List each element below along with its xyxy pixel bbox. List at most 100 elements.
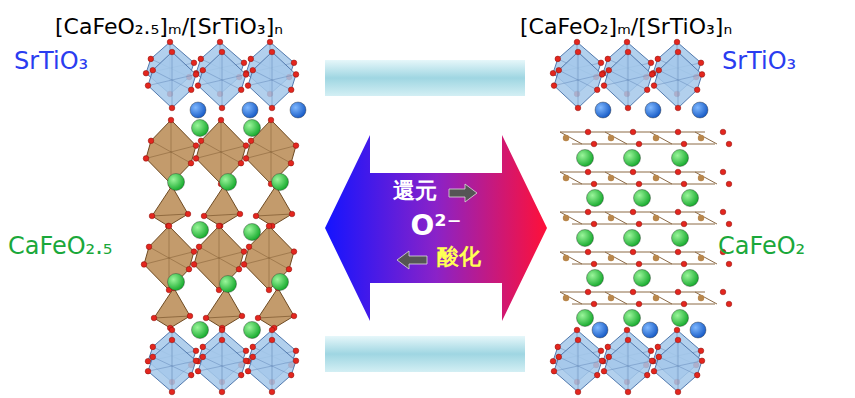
oxygen-atom bbox=[191, 249, 197, 255]
oxygen-atom bbox=[250, 67, 256, 73]
oxygen-atom bbox=[246, 244, 252, 250]
oxygen-atom bbox=[601, 83, 607, 89]
oxygen-atom bbox=[655, 56, 661, 62]
oxygen-atom bbox=[288, 87, 294, 93]
oxygen-atom bbox=[241, 262, 247, 268]
process-label: 還元 bbox=[393, 179, 437, 203]
oxygen-atom bbox=[726, 301, 732, 307]
oxygen-atom bbox=[237, 211, 243, 217]
octahedron bbox=[654, 340, 702, 392]
oxygen-atom bbox=[293, 72, 299, 78]
oxygen-atom bbox=[624, 327, 630, 333]
ion-label: O²⁻ bbox=[411, 211, 462, 242]
fe-atom bbox=[698, 295, 704, 301]
oxygen-atom bbox=[651, 368, 657, 374]
layer-name: SrTiO₃ bbox=[14, 48, 88, 76]
ca-atom bbox=[168, 274, 185, 291]
facet-line bbox=[609, 70, 647, 90]
fe-atom bbox=[563, 215, 569, 221]
oxygen-atom bbox=[630, 289, 636, 295]
oxygen-atom bbox=[169, 337, 175, 343]
oxygen-atom bbox=[649, 358, 655, 364]
oxygen-atom bbox=[245, 83, 251, 89]
oxygen-atom bbox=[656, 67, 662, 73]
oxygen-atom bbox=[681, 141, 687, 147]
oxygen-atom bbox=[193, 348, 199, 354]
fe-atom bbox=[563, 175, 569, 181]
oxygen-atom bbox=[219, 337, 225, 343]
ca-atom bbox=[634, 270, 651, 287]
oxygen-atom bbox=[185, 211, 191, 217]
oxygen-atom bbox=[188, 87, 194, 93]
interface-bar bbox=[325, 336, 525, 372]
oxygen-atom bbox=[219, 49, 225, 55]
octahedron bbox=[148, 52, 196, 108]
fe-o-bond bbox=[650, 212, 672, 224]
structure-title: [CaFeO₂.₅]ₘ/[SrTiO₃]ₙ bbox=[55, 14, 283, 39]
ca-atom bbox=[244, 322, 261, 339]
interface-bar bbox=[325, 60, 525, 96]
oxygen-atom bbox=[291, 313, 297, 319]
oxygen-atom bbox=[726, 221, 732, 227]
oxygen-atom bbox=[269, 389, 275, 395]
oxygen-atom bbox=[550, 70, 556, 76]
octahedron bbox=[198, 52, 246, 108]
facet-line bbox=[204, 214, 240, 216]
oxygen-atom bbox=[248, 138, 254, 144]
tetrahedron bbox=[258, 288, 294, 328]
oxygen-atom bbox=[193, 358, 199, 364]
oxygen-atom bbox=[293, 143, 299, 149]
oxygen-atom bbox=[636, 261, 642, 267]
oxygen-atom bbox=[591, 301, 597, 307]
oxygen-atom bbox=[655, 344, 661, 350]
oxygen-atom bbox=[575, 105, 581, 111]
oxygen-atom bbox=[269, 49, 275, 55]
ca-atom bbox=[672, 230, 689, 247]
oxygen-atom bbox=[675, 249, 681, 255]
oxygen-atom bbox=[150, 354, 156, 360]
facet-line bbox=[206, 316, 242, 318]
facet-line bbox=[253, 357, 291, 375]
oxygen-atom bbox=[649, 72, 655, 78]
oxygen-atom bbox=[193, 143, 199, 149]
oxygen-atom bbox=[694, 372, 700, 378]
oxygen-atom bbox=[675, 337, 681, 343]
tetrahedron bbox=[204, 186, 240, 226]
oxygen-atom bbox=[699, 358, 705, 364]
oxygen-atom bbox=[253, 213, 259, 219]
oxygen-atom bbox=[268, 117, 274, 123]
fe-o-bond bbox=[560, 172, 582, 184]
oxygen-atom bbox=[250, 344, 256, 350]
oxygen-atom bbox=[630, 209, 636, 215]
oxygen-atom bbox=[694, 87, 700, 93]
octahedron bbox=[144, 226, 194, 290]
oxygen-atom bbox=[636, 181, 642, 187]
oxygen-atom bbox=[148, 138, 154, 144]
facet-line bbox=[559, 357, 597, 375]
fe-atom bbox=[563, 255, 569, 261]
oxygen-atom bbox=[243, 143, 249, 149]
oxygen-atom bbox=[266, 287, 272, 293]
oxygen-atom bbox=[575, 337, 581, 343]
oxygen-atom bbox=[555, 344, 561, 350]
layer-name: SrTiO₃ bbox=[722, 48, 796, 76]
oxygen-atom bbox=[143, 70, 149, 76]
crystal-right bbox=[550, 39, 732, 395]
fe-o-bond bbox=[605, 292, 627, 304]
oxygen-atom bbox=[165, 223, 171, 229]
oxygen-atom bbox=[219, 105, 225, 111]
oxygen-atom bbox=[188, 160, 194, 166]
oxygen-atom bbox=[675, 169, 681, 175]
oxygen-atom bbox=[267, 39, 273, 45]
ca-atom bbox=[682, 190, 699, 207]
oxygen-atom bbox=[674, 39, 680, 45]
oxygen-atom bbox=[630, 249, 636, 255]
oxygen-atom bbox=[594, 372, 600, 378]
oxygen-atom bbox=[681, 261, 687, 267]
ca-atom bbox=[672, 310, 689, 327]
oxygen-atom bbox=[186, 266, 192, 272]
fe-o-bond bbox=[560, 252, 582, 264]
oxygen-atom bbox=[200, 354, 206, 360]
arrow-body bbox=[325, 135, 547, 321]
oxygen-atom bbox=[269, 327, 275, 333]
